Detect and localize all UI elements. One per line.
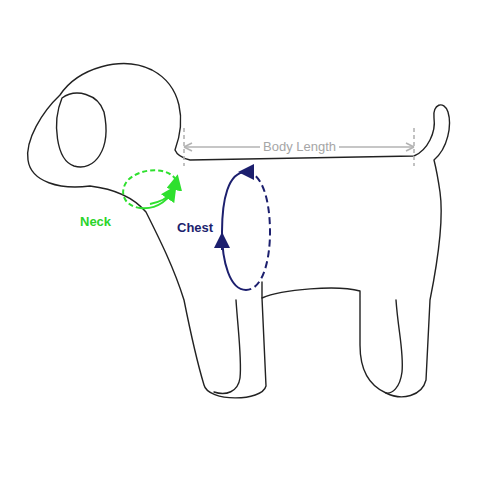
- dog-outline: [28, 64, 450, 398]
- dimension-label: Body Length: [260, 140, 339, 154]
- neck-measure-loop: [123, 170, 176, 208]
- measure-label: Neck: [77, 215, 114, 229]
- body-length-dimension: [184, 128, 414, 166]
- chest-measure-loop: [222, 172, 270, 290]
- measure-label: Chest: [174, 221, 216, 235]
